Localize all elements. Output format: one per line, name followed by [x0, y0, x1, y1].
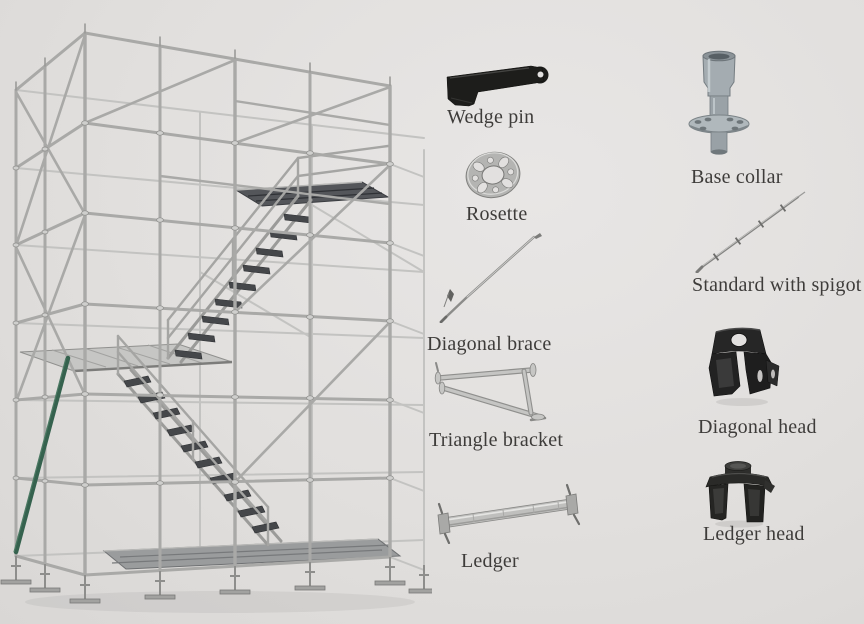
staircase: [116, 144, 390, 547]
diagonal-head-image: [708, 327, 780, 406]
platform-decks: [19, 181, 402, 570]
rosette-label: Rosette: [466, 203, 528, 225]
back-frame: [15, 89, 425, 571]
standard-with-spigot-label: Standard with spigot: [692, 274, 862, 296]
triangle-bracket-image: [434, 362, 547, 422]
triangle-bracket-label: Triangle bracket: [429, 429, 564, 451]
base-collar-image: [688, 50, 750, 155]
ledger-head-image: [705, 461, 775, 528]
ledger-label: Ledger: [461, 550, 519, 572]
green-diagonal-brace: [13, 355, 71, 555]
base-jacks: [0, 556, 440, 604]
diagonal-head-label: Diagonal head: [698, 416, 817, 438]
wedge-pin-label: Wedge pin: [447, 106, 535, 128]
ledger-head-label: Ledger head: [703, 523, 805, 545]
base-collar-label: Base collar: [691, 166, 783, 188]
rosette-joints: [12, 120, 394, 488]
standard-with-spigot-image: [695, 191, 806, 273]
scaffold-tower-illustration: [0, 23, 440, 613]
ground-shadow: [25, 591, 415, 613]
diagonal-brace-image: [439, 233, 542, 323]
wedge-pin-image: [446, 65, 549, 107]
front-frame: [14, 23, 392, 577]
rosette-image: [465, 151, 521, 199]
diagonal-brace-label: Diagonal brace: [427, 333, 552, 355]
ledger-image: [437, 483, 581, 544]
scaffold-tower-photo: [0, 23, 440, 613]
